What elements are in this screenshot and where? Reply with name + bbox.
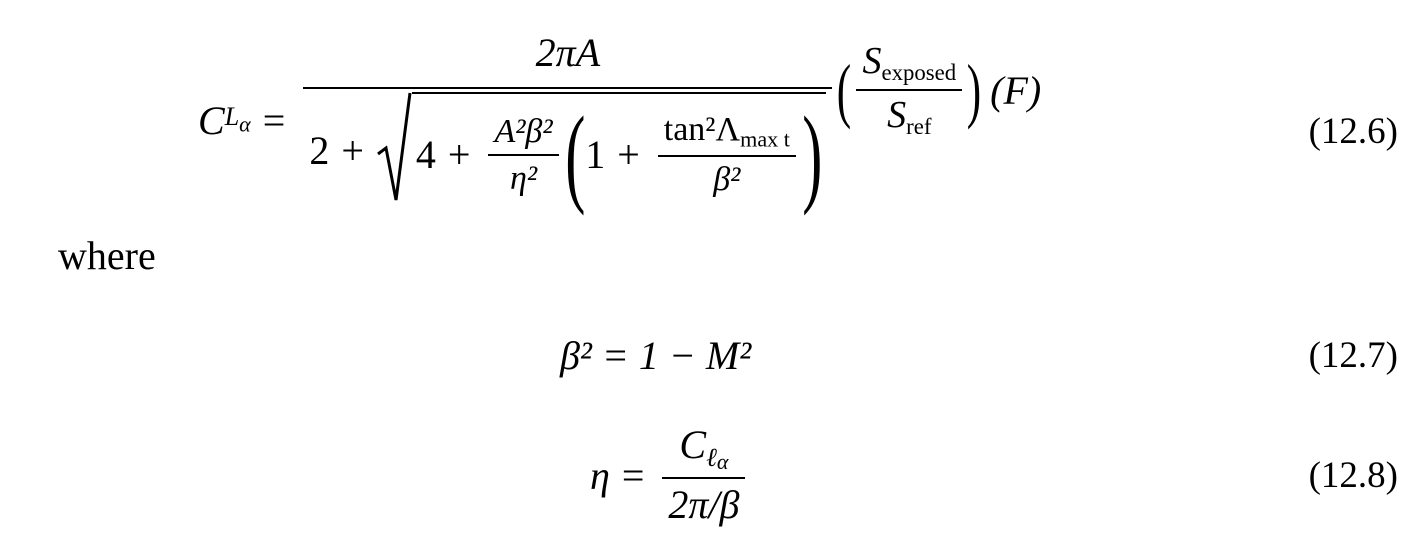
equation-12-7-body: β² = 1 − M² xyxy=(560,332,752,378)
lhs-sub-l: L xyxy=(224,102,240,132)
inner-one: 1 xyxy=(585,132,606,177)
sqrt-body: 4 + A²β² η² ( 1 + tan²Λmax t xyxy=(411,92,827,216)
left-paren-inner: ( xyxy=(564,94,585,216)
eta-num-sub-l: ℓ xyxy=(706,442,717,472)
eta-num-sub-alpha: α xyxy=(716,448,729,474)
s-ratio-bar xyxy=(856,89,963,91)
factor-f: (F) xyxy=(990,67,1042,113)
equation-number-12-8: (12.8) xyxy=(1308,454,1398,496)
sqrt-radical-icon xyxy=(376,92,412,201)
a-beta-bar xyxy=(488,154,559,156)
s-ref-s: S xyxy=(887,94,907,136)
main-fraction-bar xyxy=(303,87,833,89)
eta-numerator: Cℓα xyxy=(673,422,734,474)
s-exposed-s: S xyxy=(862,39,882,82)
equation-number-12-6: (12.6) xyxy=(1308,111,1398,152)
sqrt-plus-1: + xyxy=(447,132,471,177)
eq-12-8-equals: = xyxy=(621,452,645,498)
tan-sq-lambda: tan²Λ xyxy=(663,111,741,149)
exposed-sub: exposed xyxy=(881,59,957,85)
s-exposed: Sexposed xyxy=(856,40,962,86)
tan-numerator: tan²Λmax t xyxy=(658,110,796,152)
eta-denominator: 2π/β xyxy=(668,482,740,528)
s-ratio-fraction: Sexposed Sref xyxy=(856,40,963,140)
equation-12-8-body: η = Cℓα 2π/β xyxy=(590,422,751,528)
eta-num-c: C xyxy=(679,421,707,467)
den-plus: + xyxy=(341,128,364,173)
equation-12-7: β² = 1 − M² (12.7) xyxy=(0,325,1428,385)
where-text: where xyxy=(58,233,156,278)
main-fraction: 2πA 2 + 4 + A²β² xyxy=(303,30,833,210)
right-paren-inner: ) xyxy=(802,94,823,216)
den-two: 2 xyxy=(309,128,330,173)
eta-fraction: Cℓα 2π/β xyxy=(662,422,746,528)
eta-fraction-bar xyxy=(662,477,746,480)
left-paren-s: ( xyxy=(837,50,852,130)
tan-fraction: tan²Λmax t β² xyxy=(657,110,796,199)
max-t-sub: max t xyxy=(740,127,790,153)
equals-sign: = xyxy=(262,97,286,143)
tan-bar xyxy=(657,155,796,158)
main-numerator: 2πA xyxy=(535,30,601,75)
inner-plus: + xyxy=(617,132,640,177)
sqrt-four: 4 xyxy=(415,132,436,177)
lhs-c: C xyxy=(198,97,225,143)
ref-sub: ref xyxy=(906,113,932,139)
eta-lhs: η xyxy=(590,452,610,498)
eta-sq-denominator: η² xyxy=(509,160,538,197)
a-beta-eta-fraction: A²β² η² xyxy=(488,112,559,198)
a-beta-numerator: A²β² xyxy=(494,112,553,150)
lhs-sub-alpha: α xyxy=(239,111,251,137)
equation-12-8: η = Cℓα 2π/β (12.8) xyxy=(0,422,1428,528)
right-paren-s: ) xyxy=(966,50,982,130)
square-root: 4 + A²β² η² ( 1 + tan²Λmax t xyxy=(376,92,827,210)
main-denominator: 2 + 4 + A²β² η² xyxy=(303,92,832,210)
equation-number-12-7: (12.7) xyxy=(1308,334,1398,376)
s-ref: Sref xyxy=(881,94,937,140)
beta-sq-denominator: β² xyxy=(713,161,741,199)
